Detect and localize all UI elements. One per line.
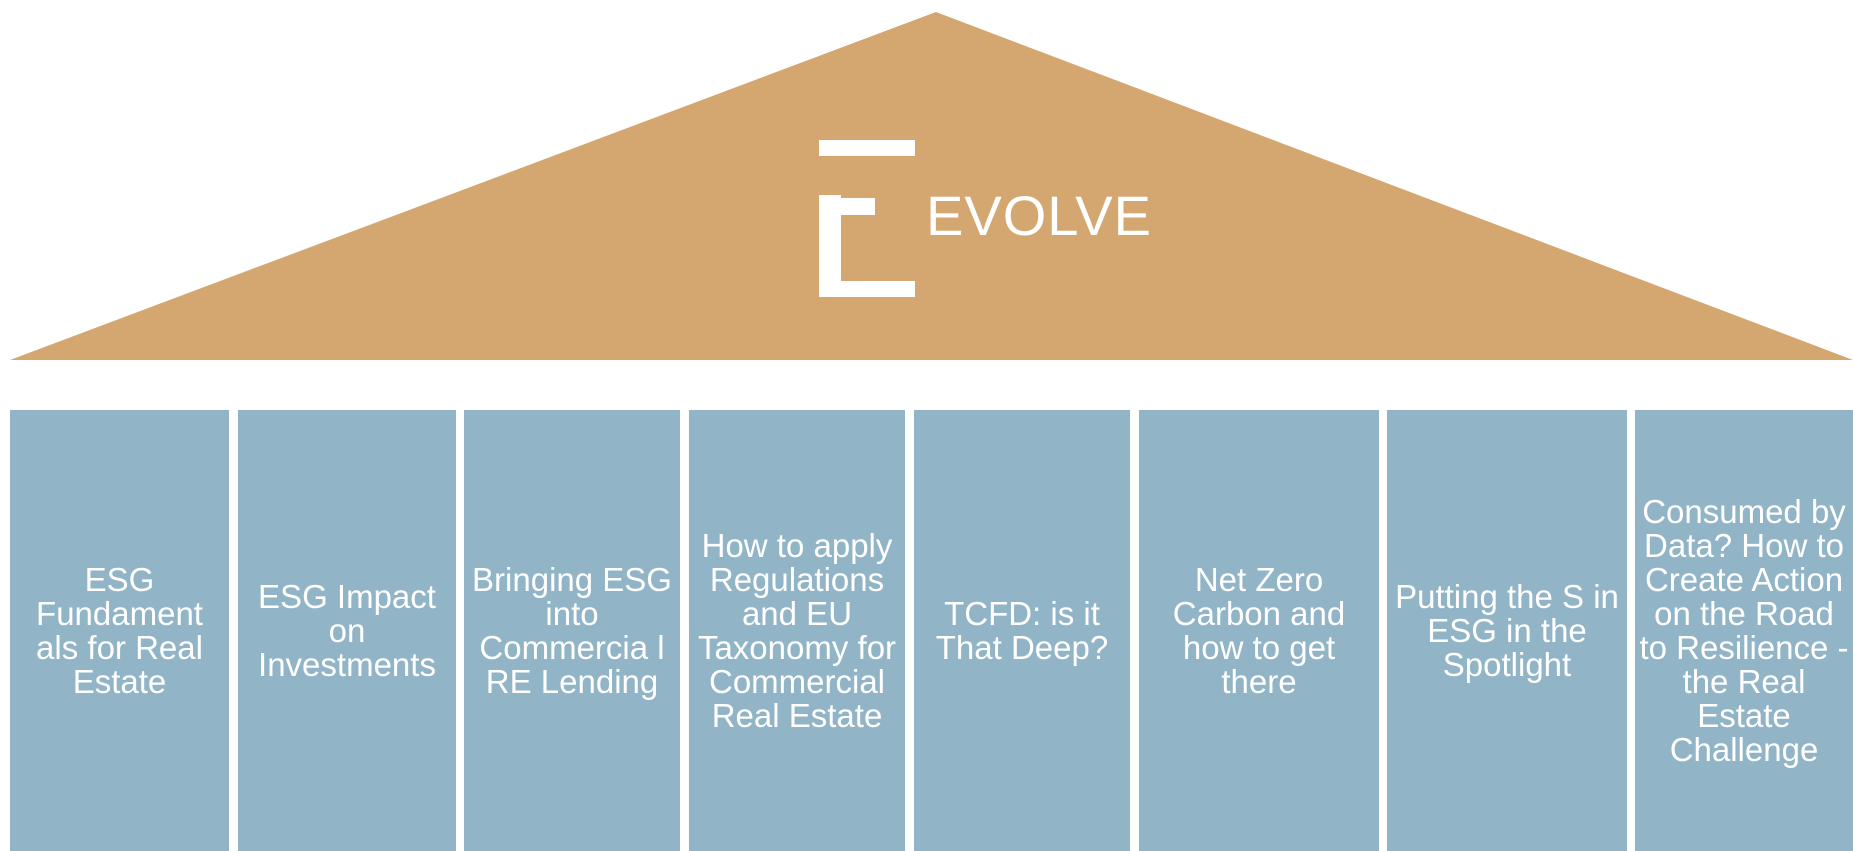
pillar-label: Net Zero Carbon and how to get there bbox=[1172, 560, 1346, 700]
pillar-label: ESG Fundament als for Real Estate bbox=[36, 560, 203, 700]
pillar-label: Bringing ESG into Commercia l RE Lending bbox=[472, 560, 672, 700]
pillar-regulations-taxonomy: How to apply Regulations and EU Taxonomy… bbox=[689, 410, 905, 851]
pillar-data-resilience: Consumed by Data? How to Create Action o… bbox=[1635, 410, 1853, 851]
pillar-label: Putting the S in ESG in the Spotlight bbox=[1395, 577, 1619, 683]
pillar-esg-impact: ESG Impact on Investments bbox=[238, 410, 456, 851]
pillar-esg-fundamentals: ESG Fundament als for Real Estate bbox=[10, 410, 229, 851]
pillar-social: Putting the S in ESG in the Spotlight bbox=[1387, 410, 1627, 851]
pillar-label: TCFD: is it That Deep? bbox=[935, 594, 1109, 666]
roof-triangle bbox=[10, 12, 1853, 360]
pillar-esg-lending: Bringing ESG into Commercia l RE Lending bbox=[464, 410, 680, 851]
pillar-label: How to apply Regulations and EU Taxonomy… bbox=[697, 526, 897, 734]
pillar-tcfd: TCFD: is it That Deep? bbox=[914, 410, 1130, 851]
evolve-e-icon bbox=[819, 140, 915, 297]
pillar-label: ESG Impact on Investments bbox=[258, 577, 436, 683]
roof bbox=[10, 12, 1853, 360]
pillar-net-zero: Net Zero Carbon and how to get there bbox=[1139, 410, 1379, 851]
pillar-label: Consumed by Data? How to Create Action o… bbox=[1639, 492, 1849, 768]
logo-text: EVOLVE bbox=[926, 184, 1152, 247]
